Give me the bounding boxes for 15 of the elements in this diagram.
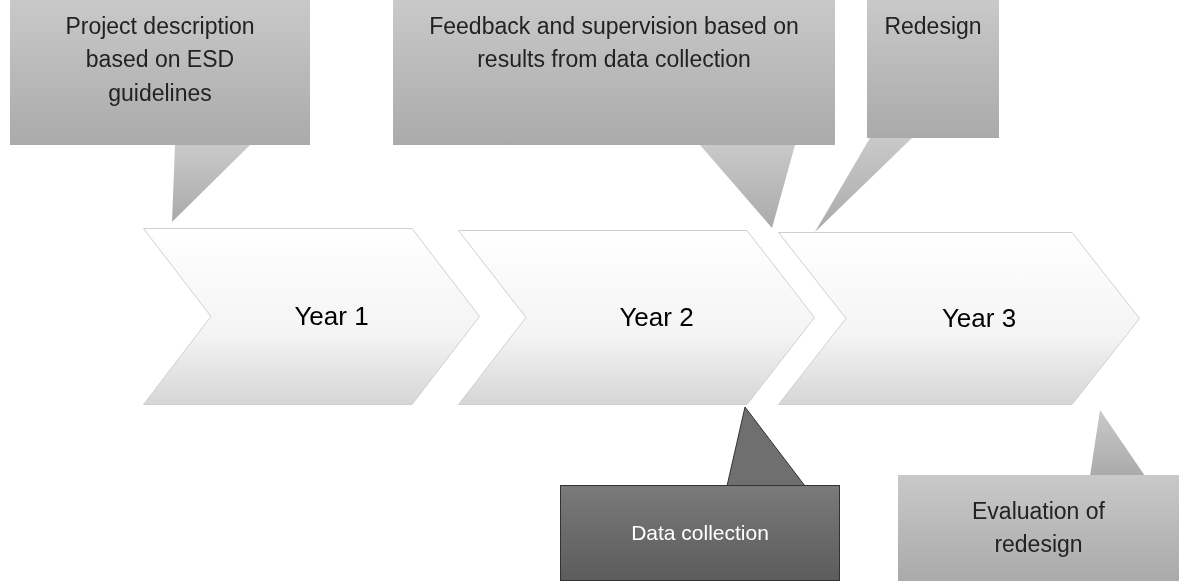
callout-box <box>867 0 999 138</box>
callout-text: Data collection <box>631 519 769 546</box>
callout-text: Feedback and supervision based on results from data collection <box>428 12 800 75</box>
callout-text: Redesign <box>884 12 982 41</box>
callout-text: Evaluation of redesign <box>971 496 1106 559</box>
callout-pointer <box>700 145 795 228</box>
callout-pointer <box>1090 410 1145 476</box>
year-label: Year 2 <box>619 301 694 334</box>
year-label: Year 1 <box>294 300 369 333</box>
callout-box <box>560 485 840 581</box>
callout-pointer <box>172 145 250 222</box>
year-label: Year 3 <box>941 302 1017 335</box>
callout-pointer <box>815 138 912 232</box>
callout-pointer <box>726 406 806 487</box>
callout-text: Project description based on ESD guidelines <box>64 12 256 108</box>
